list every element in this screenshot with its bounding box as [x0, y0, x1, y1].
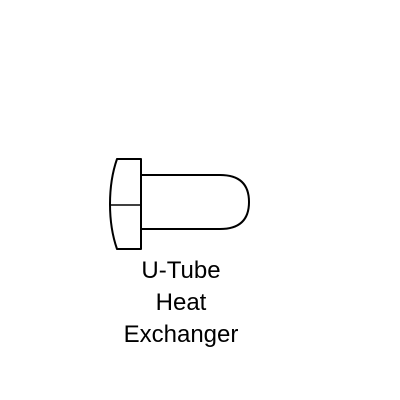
exchanger-shell — [141, 174, 250, 230]
exchanger-head — [109, 158, 142, 250]
label-line-3: Exchanger — [123, 321, 239, 348]
shape-label: U-Tube Heat Exchanger — [100, 255, 262, 351]
label-line-1: U-Tube — [141, 257, 221, 284]
label-line-2: Heat — [155, 289, 207, 316]
